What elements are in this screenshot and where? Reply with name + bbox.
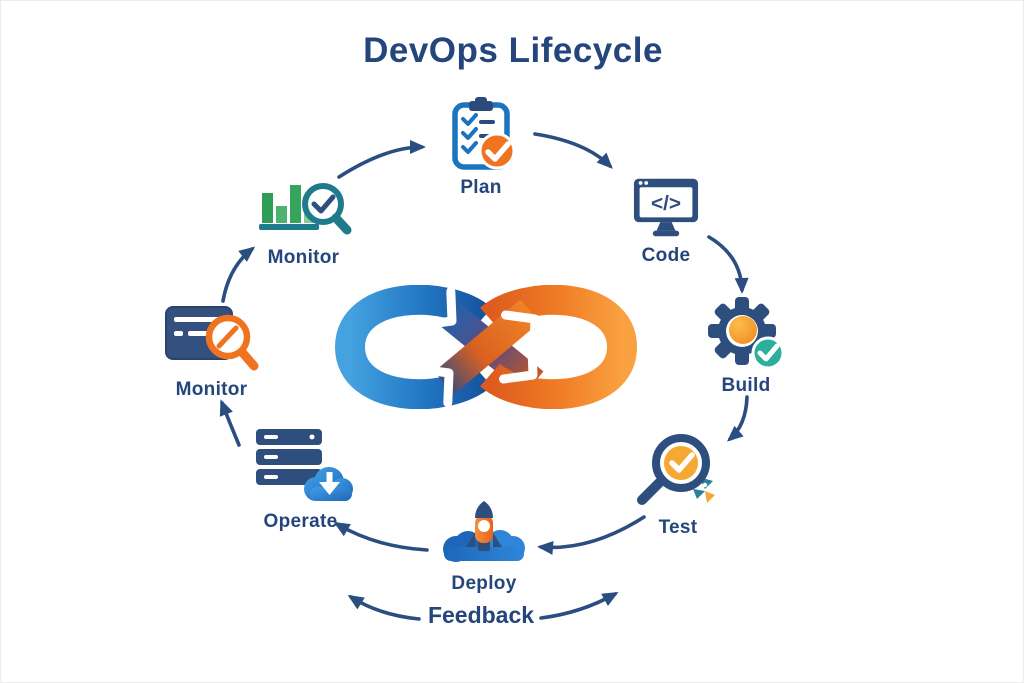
stage-label-code: Code <box>641 245 691 266</box>
rocket-clouds-icon <box>434 499 534 569</box>
stage-label-monitor-left: Monitor <box>175 379 248 400</box>
stage-label-deploy: Deploy <box>451 573 517 594</box>
dashboard-magnifier-icon <box>164 299 260 375</box>
stage-label-plan: Plan <box>460 177 502 198</box>
stage-code: </> Code <box>601 175 731 267</box>
gear-check-icon <box>706 295 786 371</box>
server-cloud-download-icon <box>248 427 354 507</box>
arrow-plan-to-code <box>533 132 613 169</box>
stage-operate: Operate <box>233 427 368 533</box>
stage-build: Build <box>681 295 811 397</box>
stage-label-test: Test <box>658 517 698 538</box>
page-title: DevOps Lifecycle <box>363 31 663 70</box>
stage-label-operate: Operate <box>263 511 338 532</box>
devops-infinity-icon <box>334 285 638 409</box>
stage-monitor-top: Monitor <box>241 175 366 269</box>
arrow-monitor-top-to-plan <box>337 140 426 179</box>
code-glyph: </> <box>651 192 681 215</box>
stage-monitor-left: Monitor <box>149 299 274 401</box>
stage-test: Test <box>613 433 743 539</box>
stage-label-monitor-top: Monitor <box>267 247 340 268</box>
code-monitor-icon: </> <box>629 175 703 241</box>
magnifier-check-rocket-icon <box>635 433 721 513</box>
stage-plan: Plan <box>416 97 546 199</box>
feedback-label: Feedback <box>427 602 535 628</box>
bar-chart-magnifier-icon <box>254 175 354 243</box>
stage-label-build: Build <box>721 375 771 396</box>
clipboard-checklist-icon <box>443 97 519 173</box>
stage-deploy: Deploy <box>419 499 549 595</box>
